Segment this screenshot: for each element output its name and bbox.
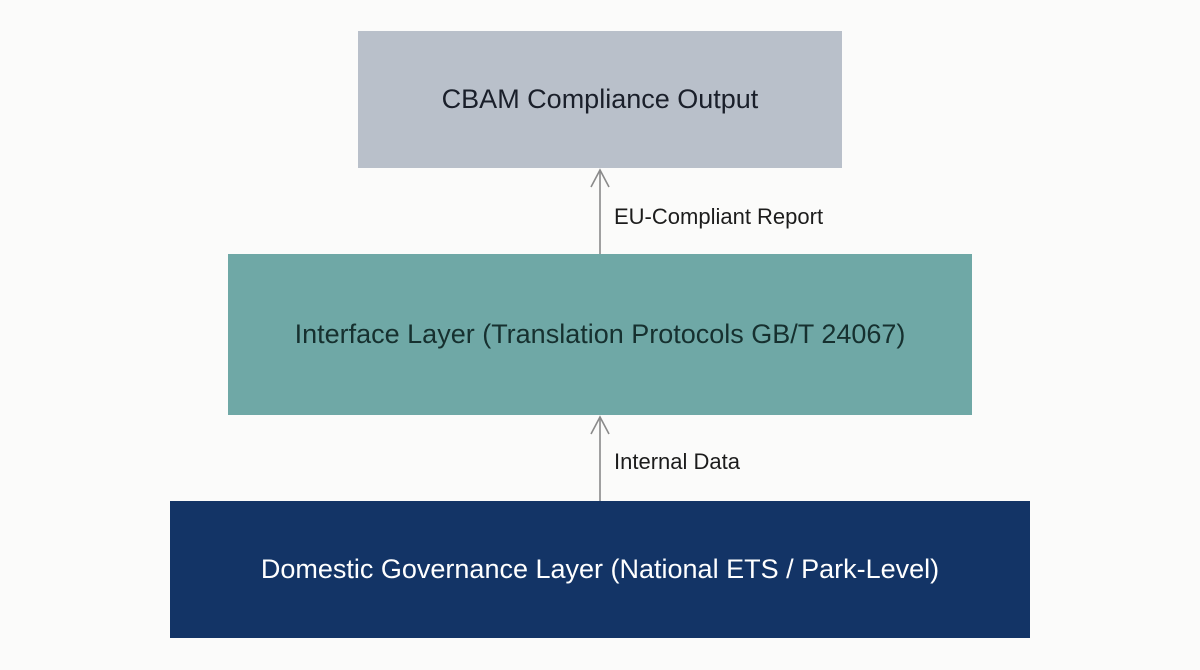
domestic-governance-layer-box: Domestic Governance Layer (National ETS … — [170, 501, 1030, 638]
arrow-interface-to-cbam — [590, 168, 610, 254]
edge-label-internal-data: Internal Data — [614, 449, 740, 474]
box-label: Interface Layer (Translation Protocols G… — [294, 319, 906, 349]
cbam-compliance-output-box: CBAM Compliance Output — [358, 31, 842, 168]
edge-label-eu-compliant-report: EU-Compliant Report — [614, 204, 824, 229]
interface-layer-box: Interface Layer (Translation Protocols G… — [228, 254, 972, 415]
arrow-domestic-to-interface — [590, 415, 610, 501]
box-label: Domestic Governance Layer (National ETS … — [260, 554, 940, 584]
box-label: CBAM Compliance Output — [441, 84, 759, 114]
